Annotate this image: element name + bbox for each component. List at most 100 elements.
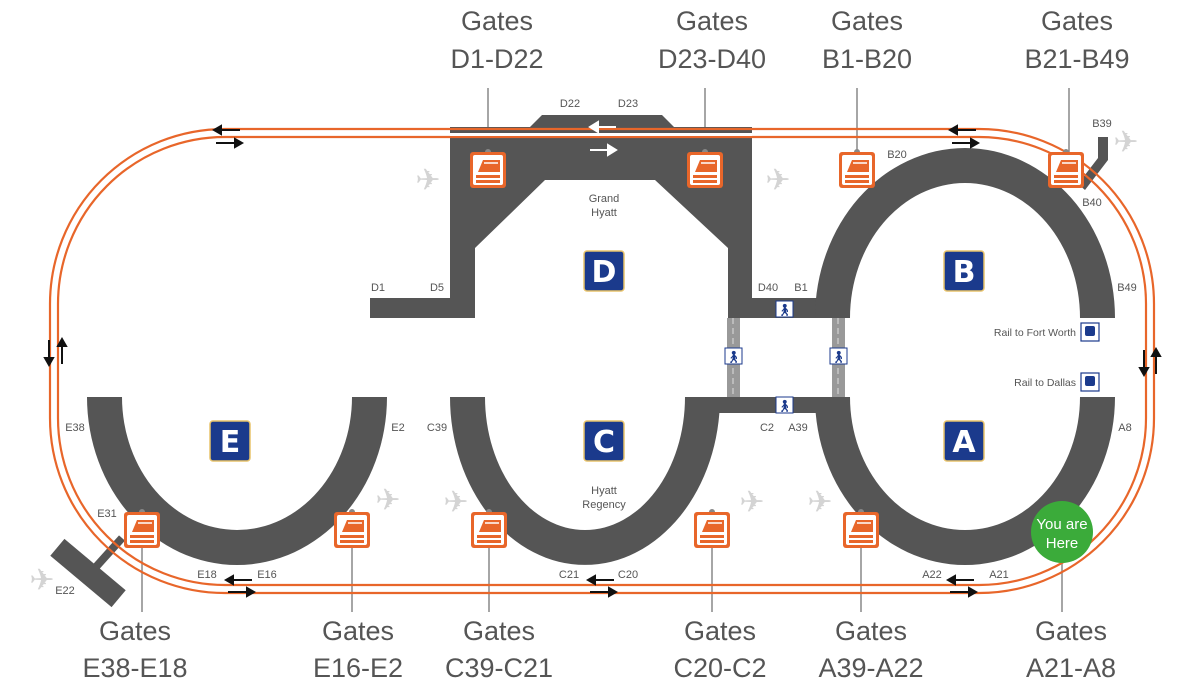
gate-label: D1 — [371, 282, 385, 294]
gate-callouts-top: Gates D1-D22 Gates D23-D40 Gates B1-B20 … — [450, 6, 1129, 74]
gate-label: B49 — [1117, 282, 1137, 294]
terminal-badge-c[interactable]: C — [583, 420, 625, 462]
gate-label: B40 — [1082, 197, 1102, 209]
gate-label: A39 — [788, 422, 808, 434]
callout-range: E38-E18 — [82, 653, 187, 683]
you-are-here-marker: You are Here — [1031, 501, 1093, 563]
pedestrian-icon: 🚶︎ — [829, 347, 848, 365]
airplane-icon: ✈ — [765, 163, 790, 198]
hotel-hyatt-regency: Hyatt — [591, 485, 617, 497]
terminal-badge-e[interactable]: E — [209, 420, 251, 462]
svg-text:🚶︎: 🚶︎ — [726, 350, 741, 364]
gate-label: C2 — [760, 422, 774, 434]
gate-label: A22 — [922, 569, 942, 581]
train-icon[interactable] — [687, 149, 723, 188]
terminal-e-building — [87, 397, 387, 565]
callout-range: D1-D22 — [450, 44, 543, 74]
callout-range: E16-E2 — [313, 653, 403, 683]
callout-range: B1-B20 — [822, 44, 912, 74]
airplane-icon: ✈ — [1113, 125, 1138, 160]
gate-label: E31 — [97, 508, 117, 520]
callout-range: B21-B49 — [1024, 44, 1129, 74]
rail-to-dallas-label: Rail to Dallas — [1014, 377, 1076, 389]
train-icon[interactable] — [1048, 149, 1084, 188]
terminal-letter: A — [952, 425, 976, 460]
gate-label: C20 — [618, 569, 638, 581]
callout-lines — [141, 88, 1070, 612]
callout-range: A21-A8 — [1026, 653, 1116, 683]
terminal-letter: D — [592, 255, 617, 290]
rail-icon[interactable] — [1080, 322, 1100, 342]
train-icon[interactable] — [471, 509, 507, 548]
gate-number-labels: D22 D23 D1 D5 D40 B1 B20 B39 B40 B49 E38… — [55, 98, 1137, 597]
gate-label: B39 — [1092, 118, 1112, 130]
terminal-badge-b[interactable]: B — [943, 250, 985, 292]
airplane-icon: ✈ — [415, 163, 440, 198]
train-icon[interactable] — [843, 509, 879, 548]
callout-title: Gates — [461, 6, 533, 36]
terminal-letter: B — [953, 255, 976, 290]
callout-title: Gates — [1035, 616, 1107, 646]
pedestrian-icon: 🚶︎ — [775, 396, 794, 414]
walkways — [727, 318, 845, 397]
train-icon[interactable] — [470, 149, 506, 188]
callout-title: Gates — [322, 616, 394, 646]
callout-title: Gates — [831, 6, 903, 36]
terminal-letter: E — [220, 425, 241, 460]
gate-label: A8 — [1118, 422, 1131, 434]
gate-label: A21 — [989, 569, 1009, 581]
callout-title: Gates — [676, 6, 748, 36]
train-icon[interactable] — [694, 509, 730, 548]
callout-title: Gates — [99, 616, 171, 646]
airplane-icon: ✈ — [739, 485, 764, 520]
terminal-e-satellite — [50, 535, 126, 608]
callout-range: D23-D40 — [658, 44, 766, 74]
train-icon[interactable] — [124, 509, 160, 548]
track-through-terminal-d — [450, 133, 752, 136]
d-direction-arrows — [588, 120, 618, 157]
you-are-here-text: Here — [1046, 535, 1079, 552]
terminal-letter: C — [593, 425, 615, 460]
gate-label: D22 — [560, 98, 580, 110]
svg-text:🚶︎: 🚶︎ — [831, 350, 846, 364]
callout-range: A39-A22 — [818, 653, 923, 683]
gate-callouts-bottom: Gates E38-E18 Gates E16-E2 Gates C39-C21… — [82, 616, 1116, 683]
airplane-icon: ✈ — [29, 563, 54, 598]
svg-text:🚶︎: 🚶︎ — [777, 303, 792, 317]
callout-title: Gates — [1041, 6, 1113, 36]
terminal-c-building — [450, 397, 720, 565]
terminal-b-building — [815, 148, 1115, 318]
gate-label: C39 — [427, 422, 447, 434]
airplane-icon: ✈ — [443, 485, 468, 520]
gate-label: B20 — [887, 149, 907, 161]
direction-arrows — [43, 124, 1162, 598]
rail-icon[interactable] — [1080, 372, 1100, 392]
you-are-here-text: You are — [1036, 516, 1087, 533]
gate-label: E18 — [197, 569, 217, 581]
pedestrian-icon: 🚶︎ — [724, 347, 743, 365]
gate-label: E38 — [65, 422, 85, 434]
airplane-icons: ✈ ✈ ✈ ✈ ✈ ✈ ✈ ✈ — [29, 125, 1138, 598]
gate-label: D23 — [618, 98, 638, 110]
pedestrian-icon: 🚶︎ — [775, 300, 794, 318]
gate-label: E22 — [55, 585, 75, 597]
hotel-grand-hyatt: Hyatt — [591, 207, 617, 219]
gate-label: D5 — [430, 282, 444, 294]
terminal-badge-d[interactable]: D — [583, 250, 625, 292]
hotel-hyatt-regency: Regency — [582, 499, 626, 511]
callout-title: Gates — [463, 616, 535, 646]
gate-label: E16 — [257, 569, 277, 581]
rail-to-fort-worth-label: Rail to Fort Worth — [994, 327, 1076, 339]
callout-range: C39-C21 — [445, 653, 553, 683]
train-icon[interactable] — [839, 149, 875, 188]
gate-label: C21 — [559, 569, 579, 581]
airplane-icon: ✈ — [375, 483, 400, 518]
train-icon[interactable] — [334, 509, 370, 548]
callout-title: Gates — [835, 616, 907, 646]
terminal-badge-a[interactable]: A — [943, 420, 985, 462]
airplane-icon: ✈ — [807, 485, 832, 520]
gate-label: E2 — [391, 422, 404, 434]
svg-text:🚶︎: 🚶︎ — [777, 399, 792, 413]
gate-label: D40 — [758, 282, 778, 294]
